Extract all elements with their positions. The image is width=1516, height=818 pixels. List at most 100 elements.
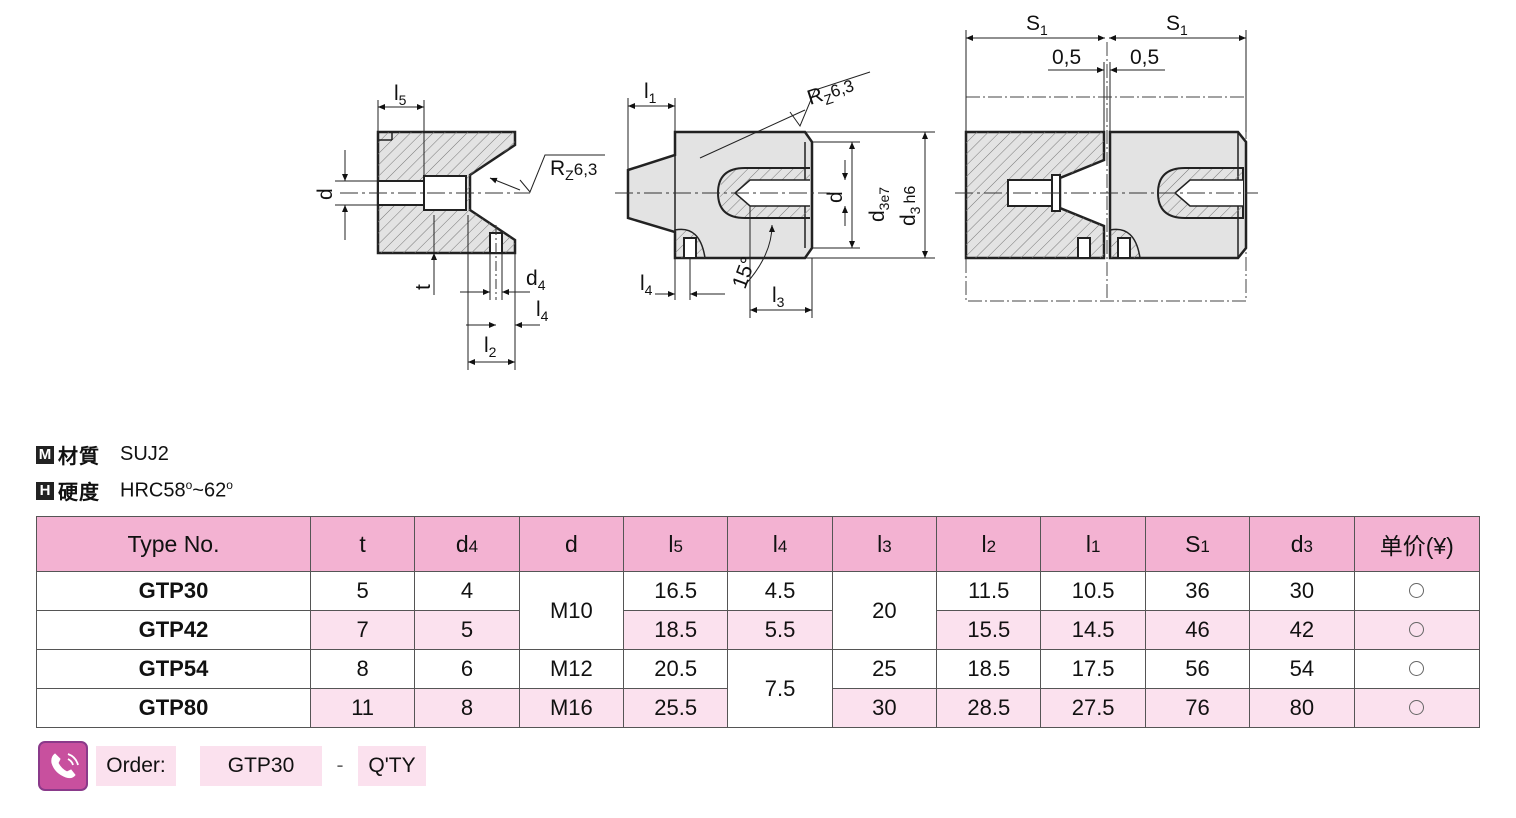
order-qty: Q'TY (358, 746, 426, 786)
hardness-value: HRC58o~62o (120, 478, 233, 502)
header-t: t (309, 516, 416, 572)
header-l3: l3 (831, 516, 938, 572)
cell-d3: 30 (1249, 571, 1355, 611)
cell-price (1353, 571, 1481, 611)
cell-d: M10 (518, 571, 625, 650)
cell-l5: 20.5 (623, 649, 729, 689)
header-l1: l1 (1040, 516, 1146, 572)
right-view: S1 S1 0,5 0,5 (955, 12, 1258, 302)
label-gap-right: 0,5 (1130, 46, 1159, 69)
cell-t: 8 (309, 649, 416, 689)
price-circle-icon (1409, 583, 1425, 598)
cell-s1: 36 (1144, 571, 1251, 611)
spec-table: Type No. t d4 d l5 l4 l3 l2 l1 S1 d3 单价(… (36, 516, 1481, 728)
label-l1: l1 (644, 80, 657, 106)
cell-l2: 28.5 (936, 688, 1042, 728)
table-row: GTP42 7 5 18.5 5.5 15.5 14.5 46 42 (36, 610, 1481, 650)
label-d4: d4 (526, 267, 546, 293)
cell-d3: 42 (1249, 610, 1355, 650)
spec-hardness: H 硬度 HRC58o~62o (36, 476, 233, 505)
header-d4: d4 (414, 516, 520, 572)
technical-drawing: l5 d RZ6,3 t d4 l4 l2 (314, 12, 1258, 370)
label-angle: 15° (728, 254, 760, 292)
cell-s1: 46 (1144, 610, 1251, 650)
cell-price (1353, 610, 1481, 650)
label-gap-left: 0,5 (1052, 46, 1081, 69)
order-separator: - (336, 754, 344, 777)
label-rz-mid: RZ6,3 (804, 73, 857, 112)
header-l4: l4 (727, 516, 833, 572)
label-d-mid: d (824, 191, 847, 203)
cell-t: 5 (309, 571, 416, 611)
cell-type: GTP30 (36, 571, 311, 611)
spec-material: M 材質 SUJ2 (36, 440, 169, 469)
cell-l5: 18.5 (623, 610, 729, 650)
label-d3h6: d3h6 (897, 186, 923, 226)
cell-type: GTP42 (36, 610, 311, 650)
hardness-label: 硬度 (58, 482, 100, 504)
label-d3e7: d3e7 (866, 187, 892, 222)
cell-l2: 11.5 (936, 571, 1042, 611)
label-s1-right: S1 (1166, 12, 1188, 38)
table-row: GTP30 5 4 M10 16.5 4.5 20 11.5 10.5 36 3… (36, 571, 1481, 650)
cell-l3: 30 (831, 688, 938, 728)
label-d-left: d (314, 188, 337, 200)
cell-s1: 56 (1144, 649, 1251, 689)
material-badge: M (36, 445, 54, 464)
label-rz-left: RZ6,3 (550, 157, 597, 183)
left-view: l5 d RZ6,3 t d4 l4 l2 (314, 82, 605, 370)
label-l4-mid: l4 (640, 272, 653, 298)
cell-price (1353, 688, 1481, 728)
cell-l2: 18.5 (936, 649, 1042, 689)
cell-l5: 16.5 (623, 571, 729, 611)
cell-type: GTP54 (36, 649, 311, 689)
cell-l3: 25 (831, 649, 938, 689)
cell-l4: 5.5 (727, 610, 833, 650)
label-t: t (412, 284, 435, 290)
cell-l5: 25.5 (623, 688, 729, 728)
label-l4-left: l4 (536, 298, 549, 324)
header-l2: l2 (936, 516, 1042, 572)
cell-type: GTP80 (36, 688, 311, 728)
cell-t: 11 (309, 688, 416, 728)
cell-price (1353, 649, 1481, 689)
cell-d3: 80 (1249, 688, 1355, 728)
price-circle-icon (1409, 700, 1425, 715)
cell-l1: 14.5 (1040, 610, 1146, 650)
material-label: 材質 (58, 446, 100, 468)
label-s1-left: S1 (1026, 12, 1048, 38)
hardness-badge: H (36, 481, 54, 500)
cell-l4: 7.5 (727, 649, 833, 728)
cell-d4: 5 (414, 610, 520, 650)
order-example: Order: GTP30 - Q'TY (38, 741, 426, 791)
cell-d4: 8 (414, 688, 520, 728)
cell-d4: 4 (414, 571, 520, 611)
material-value: SUJ2 (120, 443, 169, 465)
cell-l1: 27.5 (1040, 688, 1146, 728)
cell-d3: 54 (1249, 649, 1355, 689)
table-row: GTP54 8 6 M12 20.5 7.5 25 18.5 17.5 56 5… (36, 649, 1481, 728)
order-type-example: GTP30 (200, 746, 322, 786)
cell-d4: 6 (414, 649, 520, 689)
cell-l3: 20 (831, 571, 938, 650)
middle-view: l1 RZ6,3 d d3e7 d3h6 l4 15° l3 (615, 71, 935, 318)
phone-icon (38, 741, 88, 791)
order-label: Order: (96, 746, 176, 786)
table-row: GTP80 11 8 M16 25.5 30 28.5 27.5 76 80 (36, 688, 1481, 728)
cell-l1: 17.5 (1040, 649, 1146, 689)
table-header-row: Type No. t d4 d l5 l4 l3 l2 l1 S1 d3 单价(… (36, 516, 1481, 572)
cell-l2: 15.5 (936, 610, 1042, 650)
cell-t: 7 (309, 610, 416, 650)
header-d3: d3 (1249, 516, 1355, 572)
cell-d: M12 (518, 649, 625, 689)
header-s1: S1 (1144, 516, 1251, 572)
header-type: Type No. (36, 516, 311, 572)
price-circle-icon (1409, 622, 1425, 637)
cell-l1: 10.5 (1040, 571, 1146, 611)
label-l3: l3 (772, 284, 785, 310)
header-l5: l5 (623, 516, 729, 572)
cell-d: M16 (518, 688, 625, 728)
header-price: 单价(¥) (1353, 516, 1481, 572)
header-d: d (518, 516, 625, 572)
label-l2: l2 (484, 334, 497, 360)
